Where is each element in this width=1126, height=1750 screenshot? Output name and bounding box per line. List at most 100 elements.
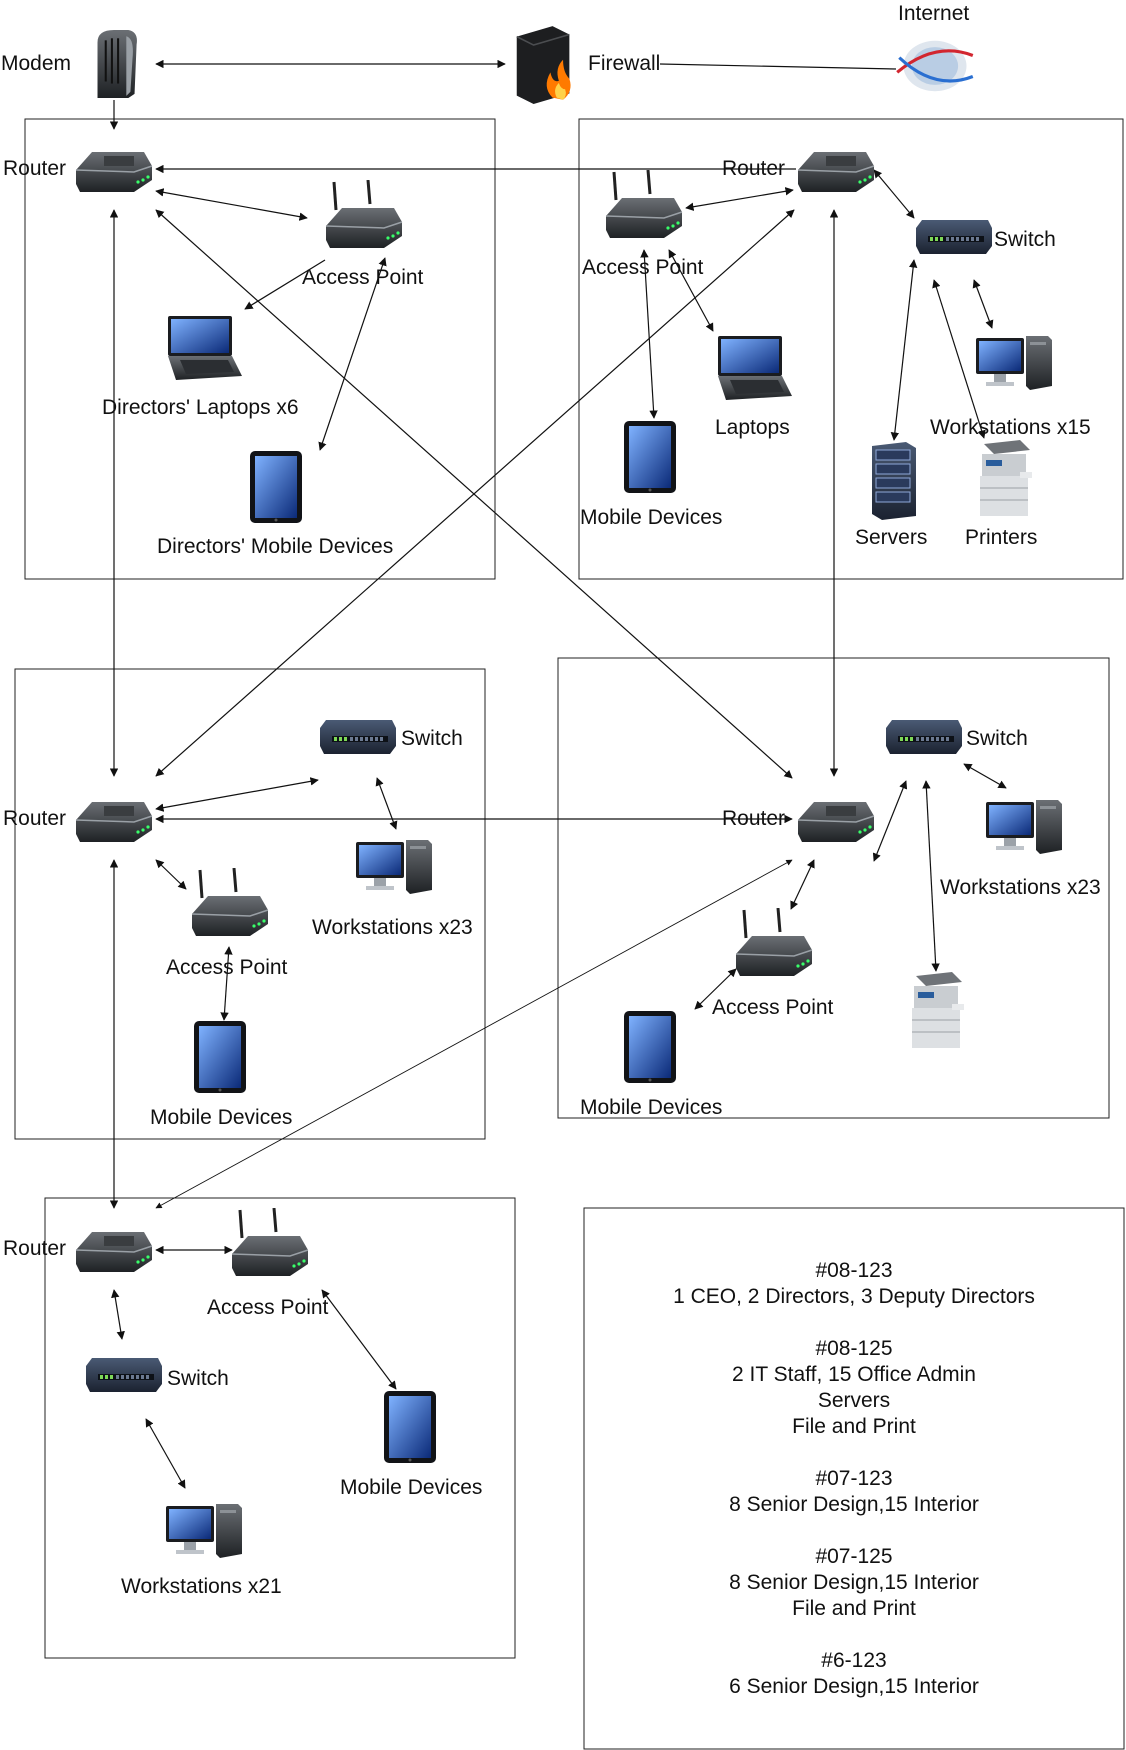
- switch-icon: [320, 720, 396, 754]
- tablet-icon: [250, 451, 302, 523]
- router-label: Router: [722, 807, 786, 830]
- laptop-icon: [718, 336, 792, 400]
- tablet-icon: [624, 1011, 676, 1083]
- tablet-icon: [384, 1391, 436, 1463]
- link-router2-ap2: [685, 187, 794, 211]
- link-router3-switch3: [155, 777, 319, 812]
- link-switch5-workstations5: [145, 1418, 186, 1489]
- router-icon: [797, 801, 875, 843]
- legend-group: #07-125 8 Senior Design,15 Interior File…: [584, 1544, 1124, 1622]
- access-point-icon: [190, 868, 270, 938]
- link-router1-ap1: [155, 188, 308, 221]
- link-switch4-printer4: [922, 780, 940, 972]
- access-point-label: Access Point: [712, 996, 834, 1019]
- workstations-label: Workstations x15: [930, 416, 1091, 439]
- legend-group: #07-123 8 Senior Design,15 Interior: [584, 1466, 1124, 1518]
- router-icon: [797, 151, 875, 193]
- router-label: Router: [3, 807, 67, 830]
- access-point-icon: [324, 180, 404, 250]
- access-point-label: Access Point: [302, 266, 424, 289]
- mobile-devices-label: Mobile Devices: [150, 1106, 293, 1129]
- legend-room: #07-123: [815, 1467, 893, 1490]
- router-label: Router: [3, 1237, 67, 1260]
- legend-group: #6-123 6 Senior Design,15 Interior: [584, 1648, 1124, 1700]
- access-point-label: Access Point: [582, 256, 704, 279]
- legend-text: Servers: [817, 1389, 891, 1412]
- workstation-icon: [976, 336, 1052, 390]
- access-point-label: Access Point: [166, 956, 288, 979]
- legend-group: #08-125 2 IT Staff, 15 Office Admin Serv…: [584, 1336, 1124, 1440]
- workstations-label: Workstations x23: [312, 916, 473, 939]
- workstations-label: Workstations x23: [940, 876, 1101, 899]
- router-label: Router: [722, 157, 786, 180]
- link-ap2-laptops2: [668, 249, 714, 332]
- workstation-icon: [356, 840, 432, 894]
- switch-label: Switch: [994, 228, 1056, 251]
- server-icon: [871, 441, 917, 520]
- legend-room: #08-123: [815, 1259, 893, 1282]
- legend-box: [583, 1207, 1125, 1750]
- link-switch2-servers: [890, 259, 918, 441]
- printer-icon: [979, 439, 1033, 517]
- firewall-icon: [515, 25, 572, 104]
- directors-mobile-label: Directors' Mobile Devices: [157, 535, 394, 558]
- router-icon: [75, 1231, 153, 1273]
- legend-text: File and Print: [792, 1415, 916, 1438]
- link-ap2-mobile2: [640, 249, 658, 419]
- router-icon: [75, 151, 153, 193]
- switch-label: Switch: [167, 1367, 229, 1390]
- switch-icon: [916, 220, 992, 254]
- legend: #08-123 1 CEO, 2 Directors, 3 Deputy Dir…: [584, 1208, 1124, 1749]
- legend-text: 6 Senior Design,15 Interior: [729, 1675, 979, 1698]
- access-point-icon: [604, 170, 684, 240]
- link-router5-switch5: [111, 1289, 125, 1340]
- legend-text: 2 IT Staff, 15 Office Admin: [732, 1363, 976, 1386]
- link-ap4-mobile4: [694, 968, 737, 1010]
- servers-label: Servers: [855, 526, 928, 549]
- printer-icon: [911, 971, 965, 1049]
- switch-icon: [886, 720, 962, 754]
- workstations-label: Workstations x21: [121, 1575, 282, 1598]
- access-point-icon: [734, 908, 814, 978]
- legend-room: #08-125: [815, 1337, 893, 1360]
- link-ap5-mobile5: [321, 1289, 397, 1390]
- link-router4-ap4: [790, 859, 815, 910]
- legend-room: #6-123: [821, 1649, 887, 1672]
- link-firewall-internet: [659, 63, 897, 70]
- access-point-icon: [230, 1208, 310, 1278]
- link-switch3-workstations3: [375, 777, 398, 830]
- link-router2-switch2: [873, 169, 915, 219]
- switch-label: Switch: [966, 727, 1028, 750]
- tablet-icon: [194, 1021, 246, 1093]
- legend-room: #07-125: [815, 1545, 893, 1568]
- internet-label: Internet: [898, 2, 970, 25]
- legend-text: 8 Senior Design,15 Interior: [729, 1571, 979, 1594]
- link-router4-router5: [155, 859, 793, 1209]
- router-icon: [75, 801, 153, 843]
- legend-text: 1 CEO, 2 Directors, 3 Deputy Directors: [673, 1285, 1035, 1308]
- access-point-label: Access Point: [207, 1296, 329, 1319]
- laptop-icon: [168, 316, 242, 380]
- firewall-label: Firewall: [588, 52, 661, 75]
- mobile-devices-label: Mobile Devices: [340, 1476, 483, 1499]
- switch-label: Switch: [401, 727, 463, 750]
- directors-laptops-label: Directors' Laptops x6: [102, 396, 299, 419]
- link-router4-switch4: [872, 780, 908, 862]
- workstation-icon: [166, 1504, 242, 1558]
- legend-text: File and Print: [792, 1597, 916, 1620]
- printers-label: Printers: [965, 526, 1038, 549]
- workstation-icon: [986, 800, 1062, 854]
- tablet-icon: [624, 421, 676, 493]
- modem-icon: [96, 28, 139, 100]
- mobile-devices-label: Mobile Devices: [580, 506, 723, 529]
- internet-icon: [895, 39, 975, 93]
- link-switch4-workstations4: [963, 763, 1007, 789]
- legend-group: #08-123 1 CEO, 2 Directors, 3 Deputy Dir…: [584, 1258, 1124, 1310]
- modem-label: Modem: [1, 52, 72, 75]
- link-switch2-printers: [932, 279, 986, 439]
- laptops-label: Laptops: [715, 416, 790, 439]
- mobile-devices-label: Mobile Devices: [580, 1096, 723, 1119]
- link-switch2-workstations2: [972, 279, 994, 329]
- switch-icon: [86, 1358, 162, 1392]
